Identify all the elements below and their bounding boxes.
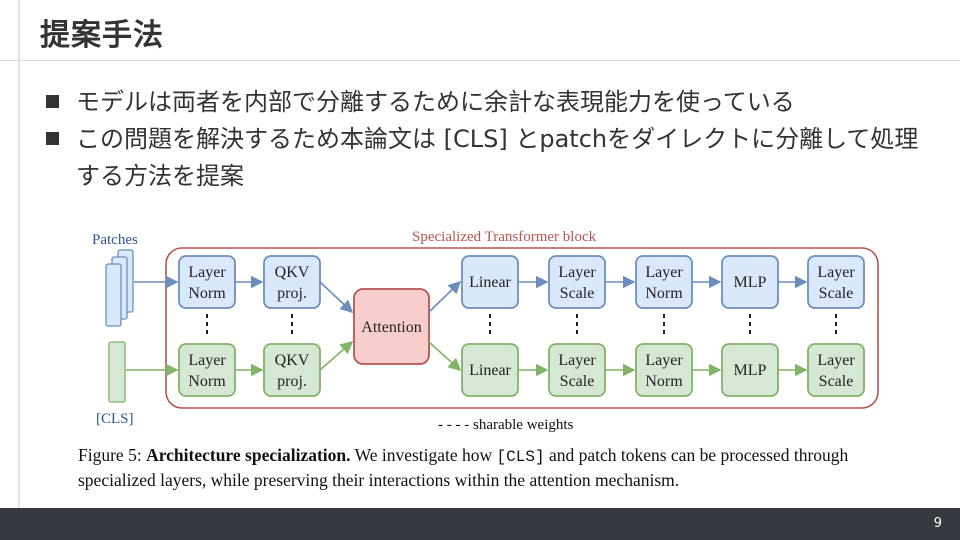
bullet-item: この問題を解決するため本論文は [CLS] とpatchをダイレクトに分離して処… [46, 121, 926, 195]
bottom-box-0-label-1: Layer [188, 352, 226, 369]
bottom-box-6-label-2: Scale [819, 373, 854, 390]
top-box-5-label: MLP [734, 274, 767, 291]
top-box-1-label-1: QKV [275, 264, 310, 281]
top-box-0-label-2: Norm [188, 285, 226, 302]
block-title: Specialized Transformer block [412, 229, 597, 245]
legend-sharable-weights: - - - - sharable weights [438, 417, 574, 433]
top-box-0-label-1: Layer [188, 264, 226, 281]
attention-label: Attention [361, 319, 421, 336]
patches-label: Patches [92, 232, 138, 248]
bottom-box-4-label-2: Norm [645, 373, 683, 390]
slide-left-border [18, 0, 20, 508]
top-box-3-label-1: Layer [558, 264, 596, 281]
top-box-6 [807, 255, 865, 309]
top-box-4-label-1: Layer [645, 264, 683, 281]
slide-title: 提案手法 [40, 18, 164, 53]
caption-text-1: We investigate how [354, 445, 493, 465]
figure-caption: Figure 5: Architecture specialization. W… [78, 444, 898, 492]
bottom-box-3-label-2: Scale [560, 373, 595, 390]
top-box-3-label-2: Scale [560, 285, 595, 302]
top-box-4-label-2: Norm [645, 285, 683, 302]
top-box-6-label-2: Scale [819, 285, 854, 302]
bottom-box-1-label-2: proj. [277, 373, 307, 390]
bullet-text: モデルは両者を内部で分離するために余計な表現能力を使っている [76, 88, 795, 116]
bottom-box-1-label-1: QKV [275, 352, 310, 369]
arrow-top-qkv-attn [319, 281, 354, 314]
caption-figure-number: Figure 5: [78, 445, 142, 465]
bottom-box-2-label: Linear [469, 362, 511, 379]
top-box-6-label-1: Layer [817, 264, 855, 281]
bullet-list: モデルは両者を内部で分離するために余計な表現能力を使っている この問題を解決する… [46, 84, 926, 195]
cls-label: [CLS] [96, 411, 134, 427]
caption-text-2: and patch tokens can be processed throug… [78, 445, 849, 490]
transformer-block-frame [165, 247, 879, 409]
bottom-box-4-label-1: Layer [645, 352, 683, 369]
title-divider [0, 60, 960, 61]
square-bullet-icon [46, 132, 59, 145]
caption-bold-title: Architecture specialization. [146, 445, 351, 465]
bottom-box-6 [807, 343, 865, 397]
top-box-2-label: Linear [469, 274, 511, 291]
architecture-diagram: Specialized Transformer block Patches [CLS… [92, 229, 879, 433]
bullet-text: この問題を解決するため本論文は [CLS] とpatchをダイレクトに分離して処… [76, 125, 919, 190]
bottom-box-3-label-1: Layer [558, 352, 596, 369]
arrow-bottom-attn-linear [428, 341, 462, 372]
patch-token-2 [105, 263, 122, 327]
attention-box [353, 288, 430, 365]
bottom-box-6-label-1: Layer [817, 352, 855, 369]
architecture-figure: Specialized Transformer block Patches [CLS… [76, 220, 896, 490]
bottom-box-0-label-2: Norm [188, 373, 226, 390]
footer-bar: 9 [0, 508, 960, 540]
page-number: 9 [933, 516, 942, 531]
cls-token [108, 341, 126, 403]
bullet-item: モデルは両者を内部で分離するために余計な表現能力を使っている [46, 84, 926, 121]
bottom-box-5-label: MLP [734, 362, 767, 379]
caption-cls-token: [CLS] [496, 448, 545, 466]
square-bullet-icon [46, 95, 59, 108]
arrow-bottom-qkv-attn [319, 340, 354, 371]
arrow-top-attn-linear [428, 280, 462, 313]
top-box-1-label-2: proj. [277, 285, 307, 302]
